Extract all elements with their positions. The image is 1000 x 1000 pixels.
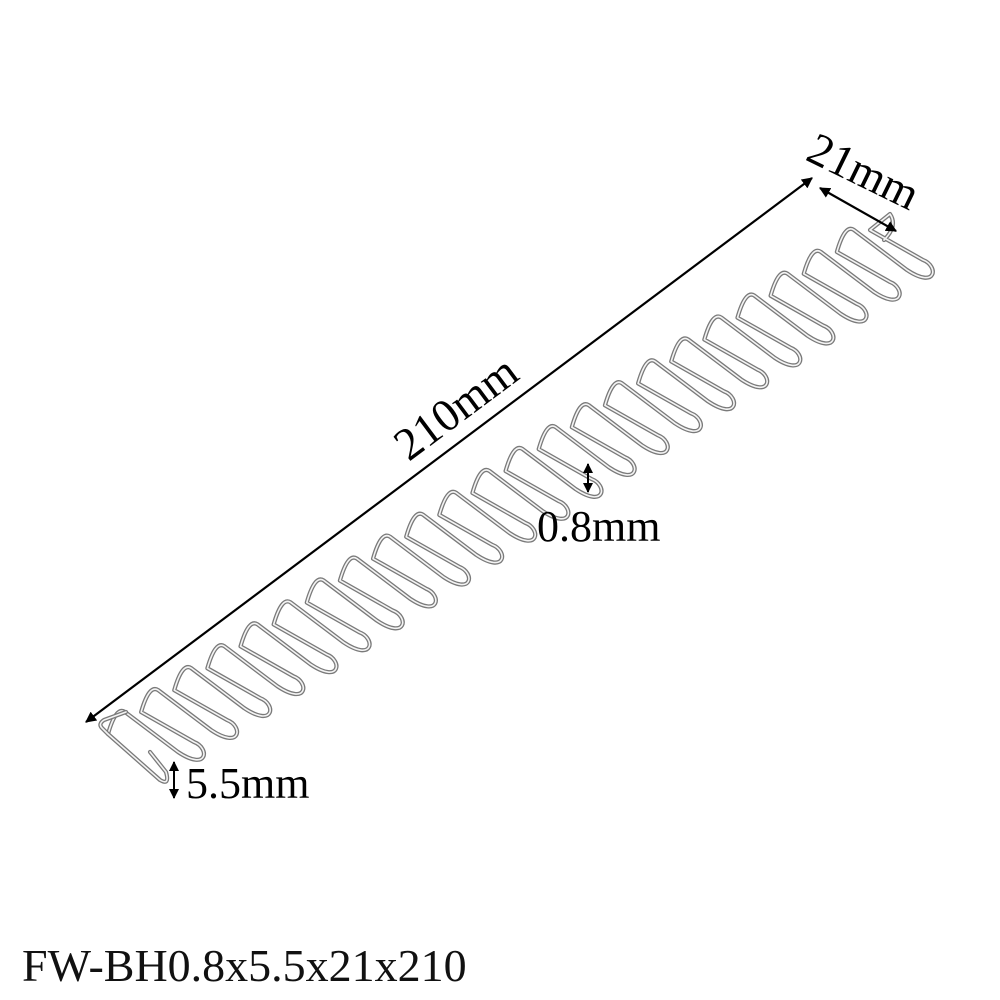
spring-wire-outer [105,211,935,762]
width-dimension-label: 21mm [800,122,928,219]
width-dimension-line [819,187,897,232]
flat-wire-spring [98,211,935,784]
spring-wire-highlight [107,213,934,761]
height-dimension-label: 5.5mm [186,759,309,808]
wire-diameter-label: 0.8mm [537,502,660,551]
length-dimension-line [85,177,813,723]
model-code: FW-BH0.8x5.5x21x210 [22,940,467,991]
